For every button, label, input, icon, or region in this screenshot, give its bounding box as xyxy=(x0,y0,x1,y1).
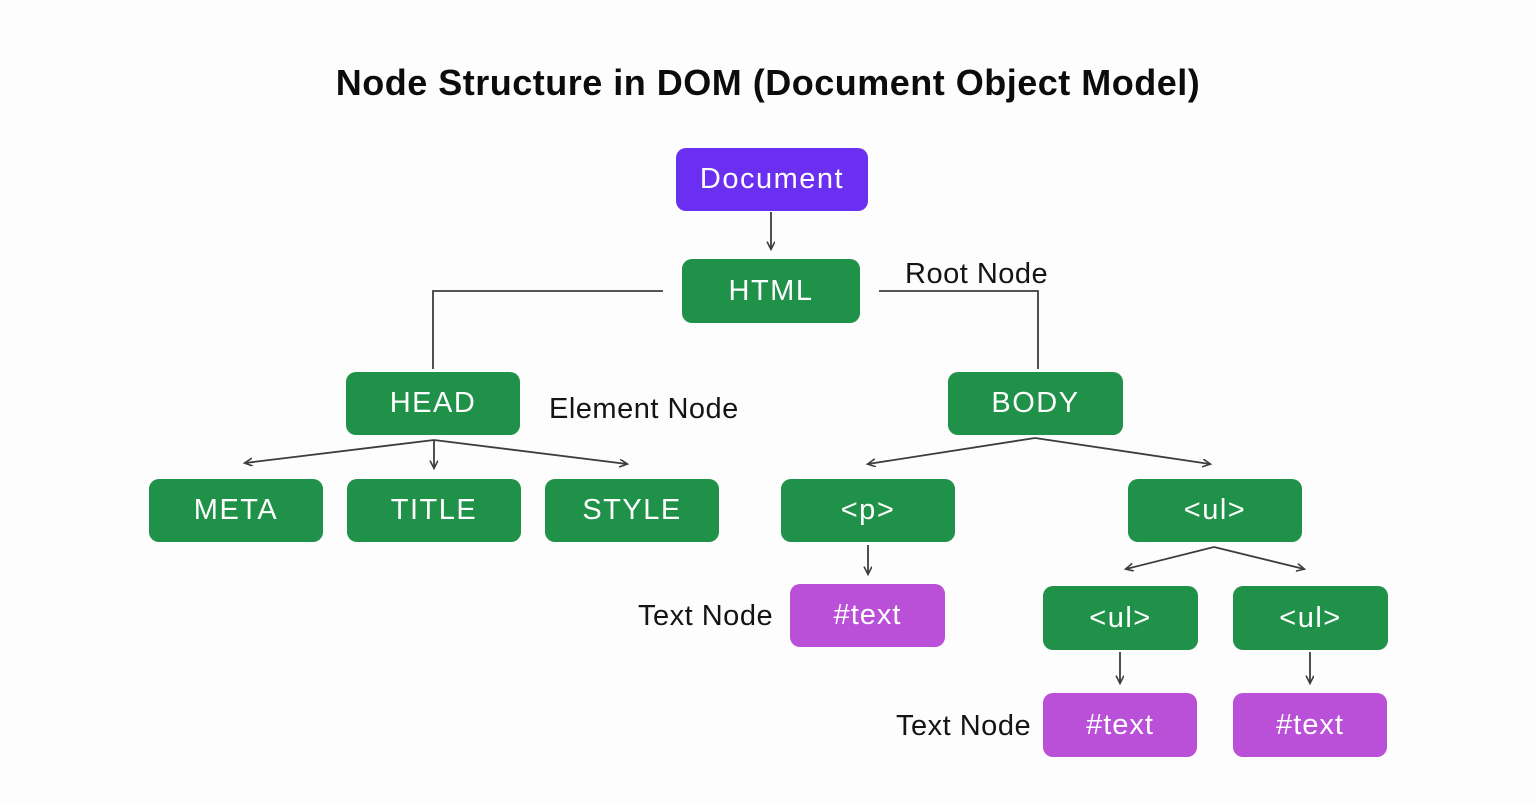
label-root-node: Root Node xyxy=(905,258,1049,290)
edge-ul-ulleft xyxy=(1126,546,1215,569)
node-ul: <ul> xyxy=(1128,479,1302,542)
node-html: HTML xyxy=(682,259,860,323)
diagram-title: Node Structure in DOM (Document Object M… xyxy=(335,62,1201,103)
node-ul-left: <ul> xyxy=(1043,586,1198,650)
edge-head-style xyxy=(433,439,627,464)
edge-html-head xyxy=(432,290,663,369)
edge-html-body xyxy=(879,290,1039,369)
node-text-under-ul-right: #text xyxy=(1233,693,1387,757)
node-title: TITLE xyxy=(347,479,521,542)
node-text-under-p: #text xyxy=(790,584,945,647)
label-text-node-p: Text Node xyxy=(638,600,774,632)
node-text-under-ul-left: #text xyxy=(1043,693,1197,757)
edge-head-meta xyxy=(245,439,435,463)
node-meta: META xyxy=(149,479,323,542)
node-ul-right: <ul> xyxy=(1233,586,1388,650)
edge-body-p xyxy=(868,437,1036,464)
node-document: Document xyxy=(676,148,868,211)
label-element-node: Element Node xyxy=(549,393,739,425)
node-head: HEAD xyxy=(346,372,520,435)
label-text-node-ul: Text Node xyxy=(896,710,1032,742)
node-body: BODY xyxy=(948,372,1123,435)
edge-body-ul xyxy=(1034,437,1210,464)
node-style: STYLE xyxy=(545,479,719,542)
edge-ul-ulright xyxy=(1213,546,1304,569)
node-p: <p> xyxy=(781,479,955,542)
